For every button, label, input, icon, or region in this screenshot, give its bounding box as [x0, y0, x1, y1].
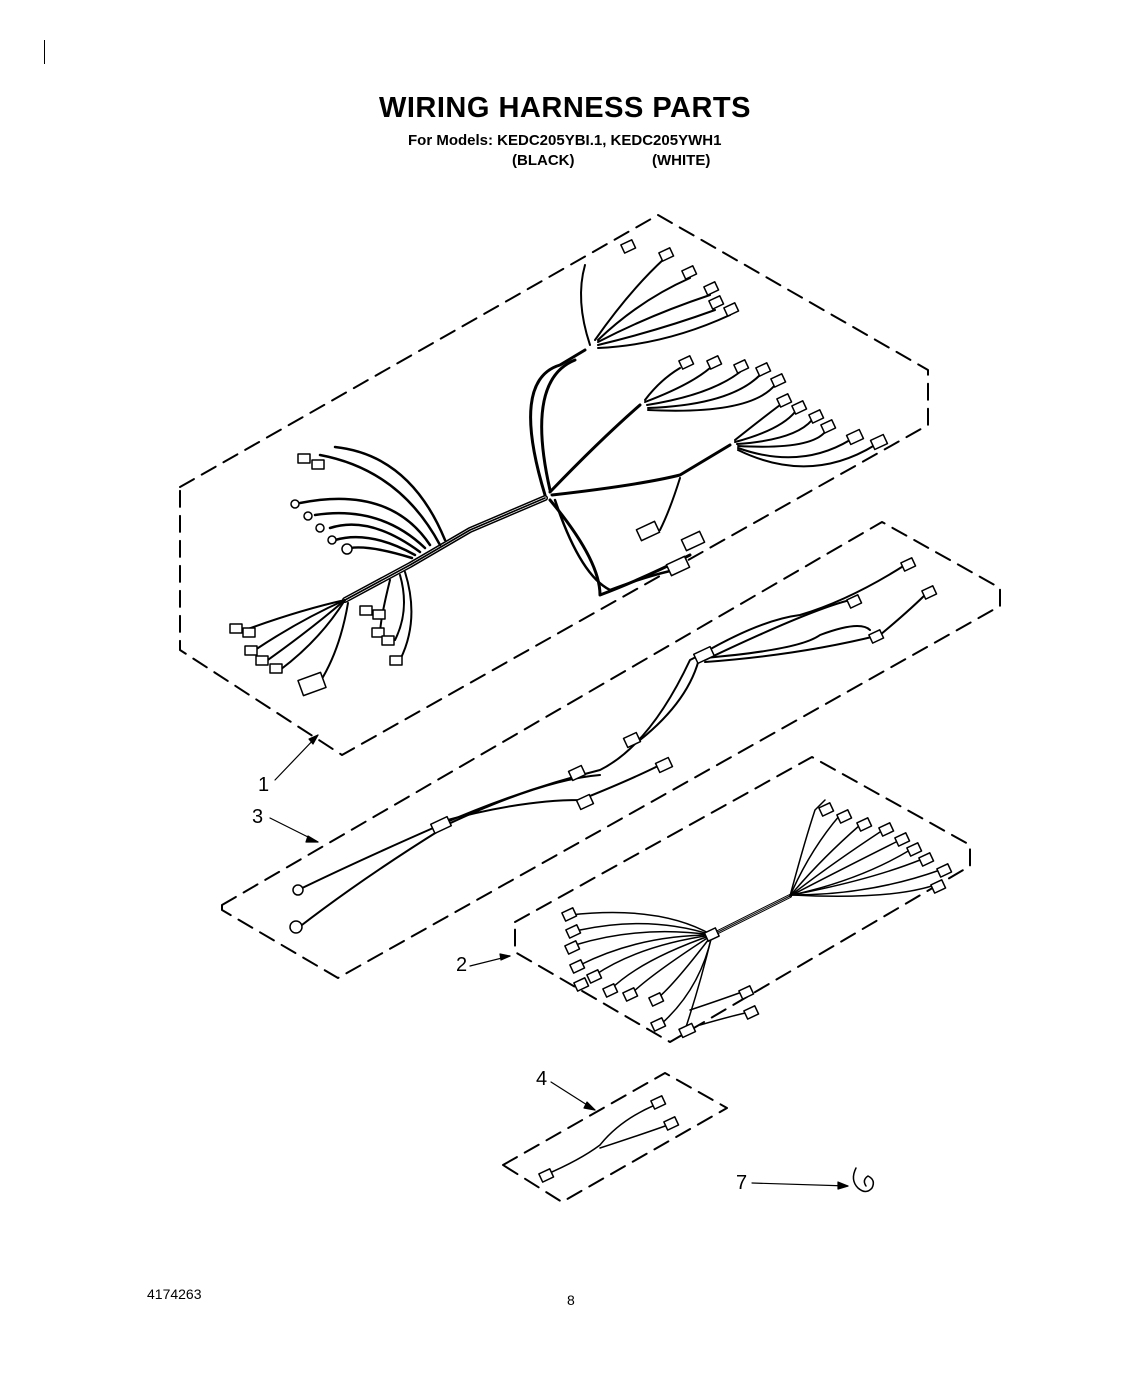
harness-4-wires	[544, 1104, 669, 1176]
callout-3: 3	[252, 806, 264, 828]
page-title: WIRING HARNESS PARTS	[379, 92, 751, 124]
variant-white: (WHITE)	[652, 152, 711, 169]
wire-tie-part-7	[852, 1167, 875, 1193]
models-line: For Models: KEDC205YBI.1, KEDC205YWH1	[408, 132, 722, 149]
harness-1-boundary	[179, 214, 929, 756]
part-number: 4174263	[147, 1286, 202, 1302]
callout-1: 1	[258, 774, 270, 796]
harness-3-boundary	[221, 521, 1001, 979]
harness-1-wires	[244, 257, 876, 683]
callout-2: 2	[456, 954, 468, 976]
harness-4-terminals	[538, 1095, 680, 1183]
variant-black: (BLACK)	[512, 152, 575, 169]
harness-2-terminals	[561, 802, 953, 1039]
harness-2-wires	[569, 799, 941, 1031]
harness-4-boundary	[502, 1072, 728, 1203]
callout-7: 7	[736, 1172, 748, 1194]
callout-4: 4	[536, 1068, 548, 1090]
harness-3-terminals	[289, 557, 938, 934]
harness-2-boundary	[514, 756, 971, 1043]
harness-1-terminals	[229, 239, 889, 697]
callout-leaders	[269, 734, 849, 1190]
page-number: 8	[567, 1292, 575, 1308]
scan-edge-mark	[44, 40, 45, 64]
